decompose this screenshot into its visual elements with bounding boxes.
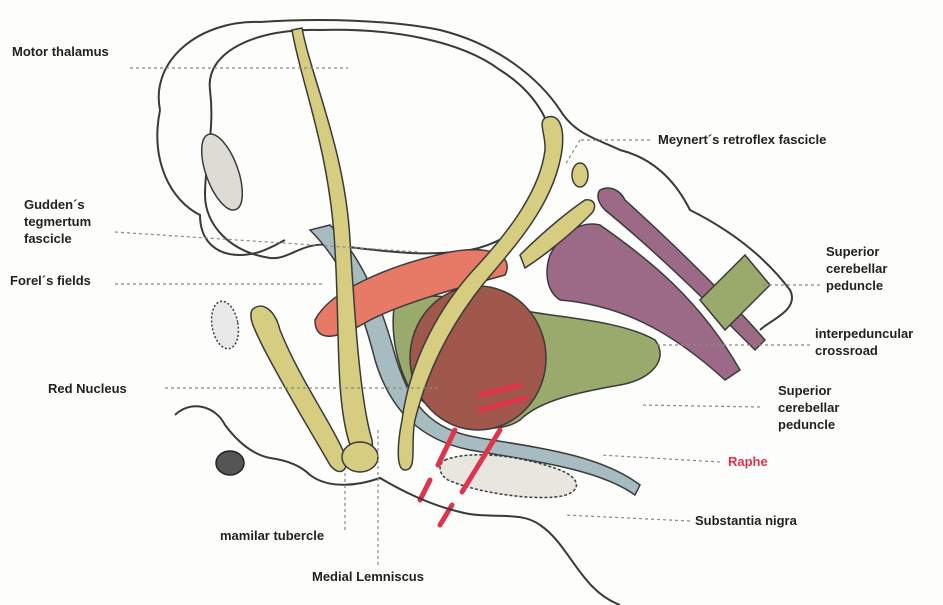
label-superior-cerebellar-peduncle-1: Superior cerebellar peduncle [826,243,887,294]
dark-bulb [216,451,244,475]
label-red-nucleus: Red Nucleus [48,380,127,397]
small-yellow-node [572,163,588,187]
label-superior-cerebellar-peduncle-2: Superior cerebellar peduncle [778,382,839,433]
peduncle-green-top [700,255,770,330]
label-gudden-fascicle: Gudden´s tegmertum fascicle [24,196,91,247]
label-interpeduncular-crossroad: interpeduncular crossroad [815,325,913,359]
label-meynert-fascicle: Meynert´s retroflex fascicle [658,131,826,148]
label-forel-fields: Forel´s fields [10,272,91,289]
stippled-oval-left [208,299,242,351]
thalamus-outline [205,30,555,258]
label-medial-lemniscus: Medial Lemniscus [312,568,424,585]
label-raphe: Raphe [728,453,768,470]
label-mamilar-tubercle: mamilar tubercle [220,527,324,544]
label-substantia-nigra: Substantia nigra [695,512,797,529]
label-motor-thalamus: Motor thalamus [12,43,109,60]
mamillary-tubercle [342,442,378,472]
